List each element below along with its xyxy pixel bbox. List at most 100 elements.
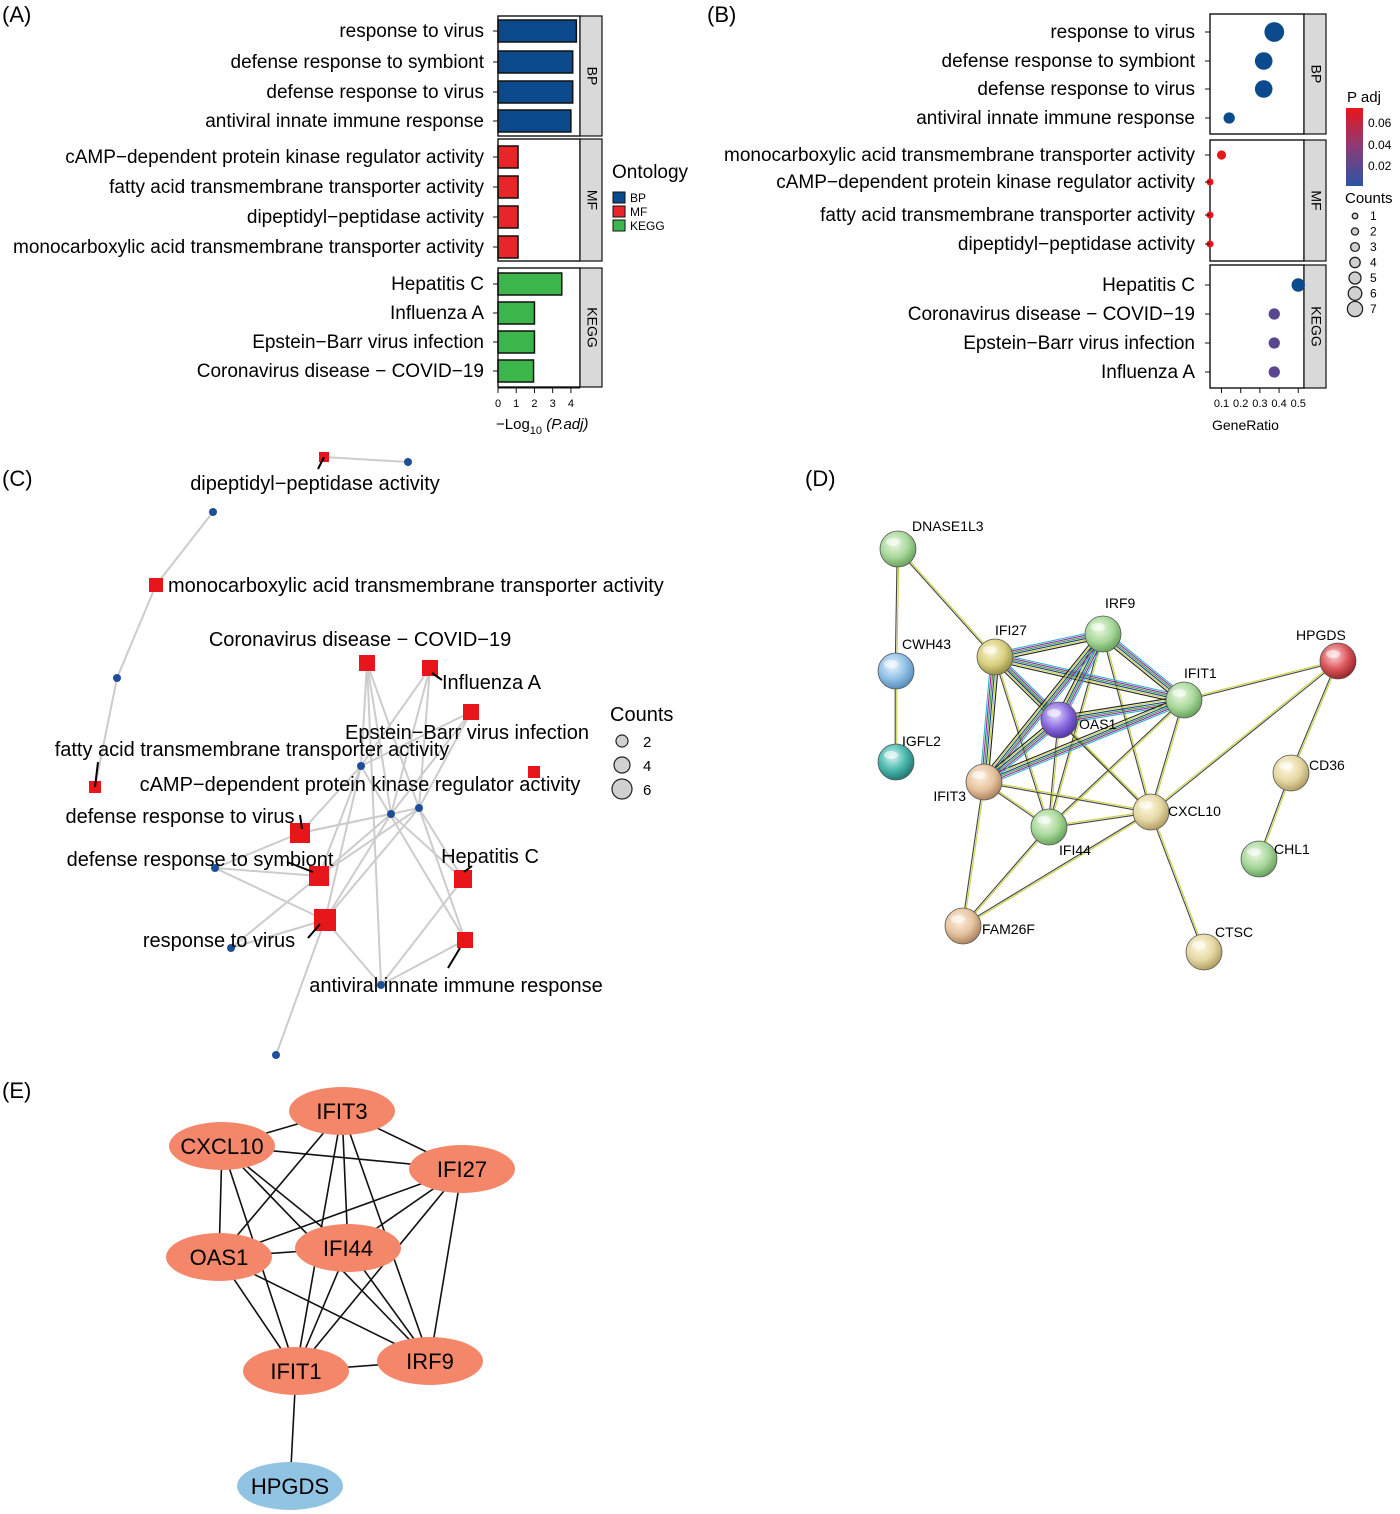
gene-node [404,458,412,466]
network-edge [366,662,382,986]
interaction-edge [898,548,997,657]
network-edge [360,711,472,767]
interaction-edge [1291,661,1340,774]
network-edge [324,813,392,921]
x-tick-label: 0.4 [1271,398,1286,410]
interaction-edge [987,657,1000,783]
interaction-edge [1058,695,1184,717]
interaction-edge [1151,661,1339,814]
label-leader-line [307,923,321,939]
interaction-edge [995,635,1104,660]
interaction-edge [983,782,1151,814]
network-edge [418,667,431,809]
network-edge [230,919,326,949]
network-edge [214,832,301,869]
gene-node [209,508,217,516]
interaction-edge [981,632,1102,781]
interaction-edge [979,656,992,782]
interaction-edge [1103,633,1153,812]
protein-node [1132,793,1170,831]
interaction-edge [1183,659,1338,700]
term-label: dipeptidyl−peptidase activity [190,473,440,495]
protein-node-highlight [1192,941,1206,949]
category-label: defense response to symbiont [231,52,485,73]
protein-node-highlight [1047,709,1061,717]
x-tick-label: 0.3 [1252,398,1267,410]
dot [1223,112,1235,124]
term-label: defense response to virus [65,806,294,828]
x-tick-label: 1 [513,398,519,410]
gene-node [166,1233,272,1281]
interaction-edge [1058,720,1151,813]
legend-size-label: 2 [643,734,651,751]
legend-size-swatch [1347,286,1363,301]
interaction-edge [994,629,1103,654]
interaction-edge [994,631,1103,656]
bar [497,205,519,229]
interaction-edge [1151,700,1186,813]
protein-label: CHL1 [1274,841,1310,857]
interaction-edge [995,656,1051,827]
padj-tick: 0.06 [1368,116,1392,130]
network-edge [299,765,362,834]
dot [1254,52,1273,70]
network-edge [324,807,420,921]
legend-size-label: 4 [1370,256,1377,270]
term-node [528,766,540,778]
category-label: dipeptidyl−peptidase activity [247,207,485,228]
protein-node [877,743,915,781]
protein-label: FAM26F [982,921,1035,937]
bar [497,235,519,259]
panel-a-x-axis-label: −Log10 (P.adj) [496,416,588,437]
gene-label: CXCL10 [180,1134,263,1159]
interaction-edge [961,826,1049,926]
term-node [290,823,310,843]
gene-node [169,1122,275,1170]
protein-node [1319,642,1357,680]
network-edge [360,667,431,767]
network-edge [418,711,472,809]
dot [1216,150,1227,160]
category-label: Influenza A [1101,362,1195,383]
term-node [463,704,479,720]
network-edge [366,662,392,815]
category-label: cAMP−dependent protein kinase regulator … [65,147,484,168]
legend-size-label: 4 [643,758,651,775]
category-label: antiviral innate immune response [916,108,1195,129]
gene-label: IFIT3 [316,1099,367,1124]
gene-node [237,1462,343,1510]
interaction-edge [896,549,995,658]
legend-size-label: 2 [1370,225,1377,239]
facet-strip-label: BP [1308,65,1324,84]
network-edge [360,662,368,767]
protein-node [976,638,1014,676]
bar [497,272,563,296]
bar [497,19,578,43]
protein-node [965,763,1003,801]
protein-label: IRF9 [1105,595,1136,611]
legend-size-label: 1 [1370,209,1377,223]
gene-label: HPGDS [251,1474,329,1499]
gene-node [113,674,121,682]
network-edge [418,807,464,880]
label-leader-line [94,761,99,788]
interaction-edge [984,701,1186,785]
facet-strip [579,15,603,137]
x-tick-label: 0.5 [1291,398,1306,410]
category-label: defense response to virus [266,82,484,103]
category-label: Hepatitis C [391,274,484,295]
interaction-edge [982,656,995,782]
interaction-edge [1149,812,1204,953]
legend-size-label: 5 [1370,271,1377,285]
gene-node [272,1051,280,1059]
counts-legend-title: Counts [610,704,673,726]
legend-title: Ontology [612,162,689,183]
legend-size-swatch [615,734,629,748]
interaction-edge [982,633,1103,782]
term-label: antiviral innate immune response [309,975,603,997]
gene-node [289,1087,395,1135]
legend-size-swatch [1350,227,1360,236]
